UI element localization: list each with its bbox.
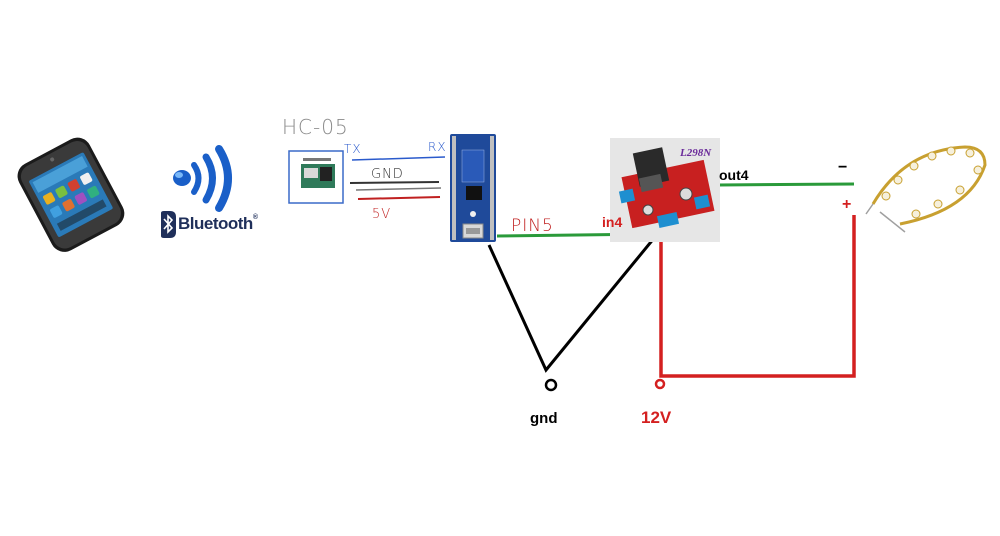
v12-terminal [654, 378, 666, 390]
bluetooth-tm: ® [252, 214, 258, 221]
pin5-label: PIN5 [511, 216, 554, 236]
bluetooth-logo-icon [161, 211, 176, 238]
arduino-nano-icon [450, 134, 496, 242]
bluetooth-wordmark: Bluetooth® [178, 214, 258, 234]
rx-label: RX [428, 140, 447, 154]
led-strip-icon [865, 145, 987, 233]
hc05-module-icon [288, 150, 344, 204]
l298n-label: L298N [680, 147, 712, 159]
hc05-wires [349, 156, 446, 200]
v5-label: 5V [372, 207, 392, 222]
smartphone-icon [17, 137, 125, 252]
v12-wire [659, 215, 856, 378]
plus-terminal-label: + [842, 196, 852, 213]
bluetooth-label: Bluetooth [178, 214, 253, 233]
hc05-label: HC-05 [282, 115, 349, 139]
gnd-wire-label: GND [371, 167, 404, 182]
bluetooth-wave-icon [173, 145, 232, 212]
minus-terminal-label: − [838, 159, 848, 176]
out4-label: out4 [719, 167, 749, 183]
gnd-terminal [544, 378, 558, 392]
out4-wire [717, 182, 855, 187]
tx-label: TX [344, 142, 362, 156]
v12-label: 12V [641, 408, 672, 427]
l298n-board-icon [610, 138, 720, 242]
gnd-label: gnd [530, 410, 558, 427]
in4-label: in4 [602, 214, 623, 230]
gnd-wire [487, 225, 666, 373]
